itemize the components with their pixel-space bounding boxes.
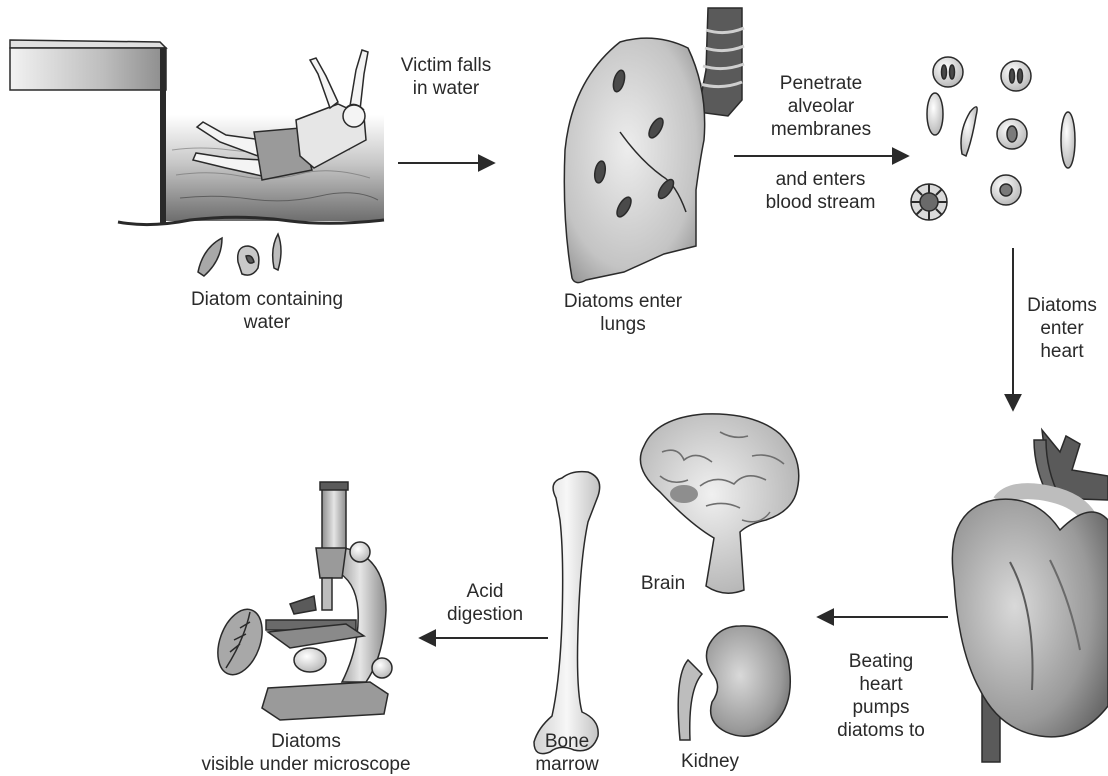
lungs-label-line1: Diatoms enter [548, 290, 698, 313]
bone-marrow-label: Bone marrow [522, 730, 612, 776]
beating-heart-label-line4: diatoms to [826, 719, 936, 742]
acid-digestion-label-line2: digestion [430, 603, 540, 626]
water-label-line1: Diatom containing [172, 288, 362, 311]
penetrate-label-line2: alveolar [756, 95, 886, 118]
water-label: Diatom containing water [172, 288, 362, 334]
acid-digestion-label-line1: Acid [430, 580, 540, 603]
lungs-label: Diatoms enter lungs [548, 290, 698, 336]
blood-stream-label-line2: blood stream [748, 191, 893, 214]
victim-label: Victim falls in water [386, 54, 506, 100]
brain-icon [640, 414, 798, 593]
beating-heart-label: Beating heart pumps diatoms to [826, 650, 936, 742]
trachea-icon [698, 8, 744, 116]
penetrate-label: Penetrate alveolar membranes [756, 72, 886, 141]
microscope-label-line1: Diatoms [196, 730, 416, 753]
lungs-label-line2: lungs [548, 313, 698, 336]
microscope-label: Diatoms visible under microscope [196, 730, 416, 776]
acid-digestion-label: Acid digestion [430, 580, 540, 626]
brain-label: Brain [628, 572, 698, 595]
lung-icon [564, 38, 704, 282]
penetrate-label-line1: Penetrate [756, 72, 886, 95]
femur-bone-icon [534, 472, 600, 754]
diving-board-icon [10, 40, 166, 224]
enter-heart-label: Diatoms enter heart [1018, 294, 1106, 363]
heart-icon [952, 430, 1108, 762]
enter-heart-label-line2: enter [1018, 317, 1106, 340]
blood-stream-label: and enters blood stream [748, 168, 893, 214]
beating-heart-label-line3: pumps [826, 696, 936, 719]
blood-cells-icon [911, 57, 1075, 220]
bone-marrow-label-line2: marrow [522, 753, 612, 776]
microscope-label-line2: visible under microscope [196, 753, 416, 776]
beating-heart-label-line1: Beating [826, 650, 936, 673]
penetrate-label-line3: membranes [756, 118, 886, 141]
blood-stream-label-line1: and enters [748, 168, 893, 191]
kidney-icon [678, 626, 790, 740]
enter-heart-label-line1: Diatoms [1018, 294, 1106, 317]
microscope-icon [210, 482, 392, 720]
kidney-label: Kidney [668, 750, 752, 773]
victim-label-line1: Victim falls [386, 54, 506, 77]
enter-heart-label-line3: heart [1018, 340, 1106, 363]
diatoms-icon [198, 234, 281, 276]
beating-heart-label-line2: heart [826, 673, 936, 696]
bone-marrow-label-line1: Bone [522, 730, 612, 753]
water-label-line2: water [172, 311, 362, 334]
victim-label-line2: in water [386, 77, 506, 100]
